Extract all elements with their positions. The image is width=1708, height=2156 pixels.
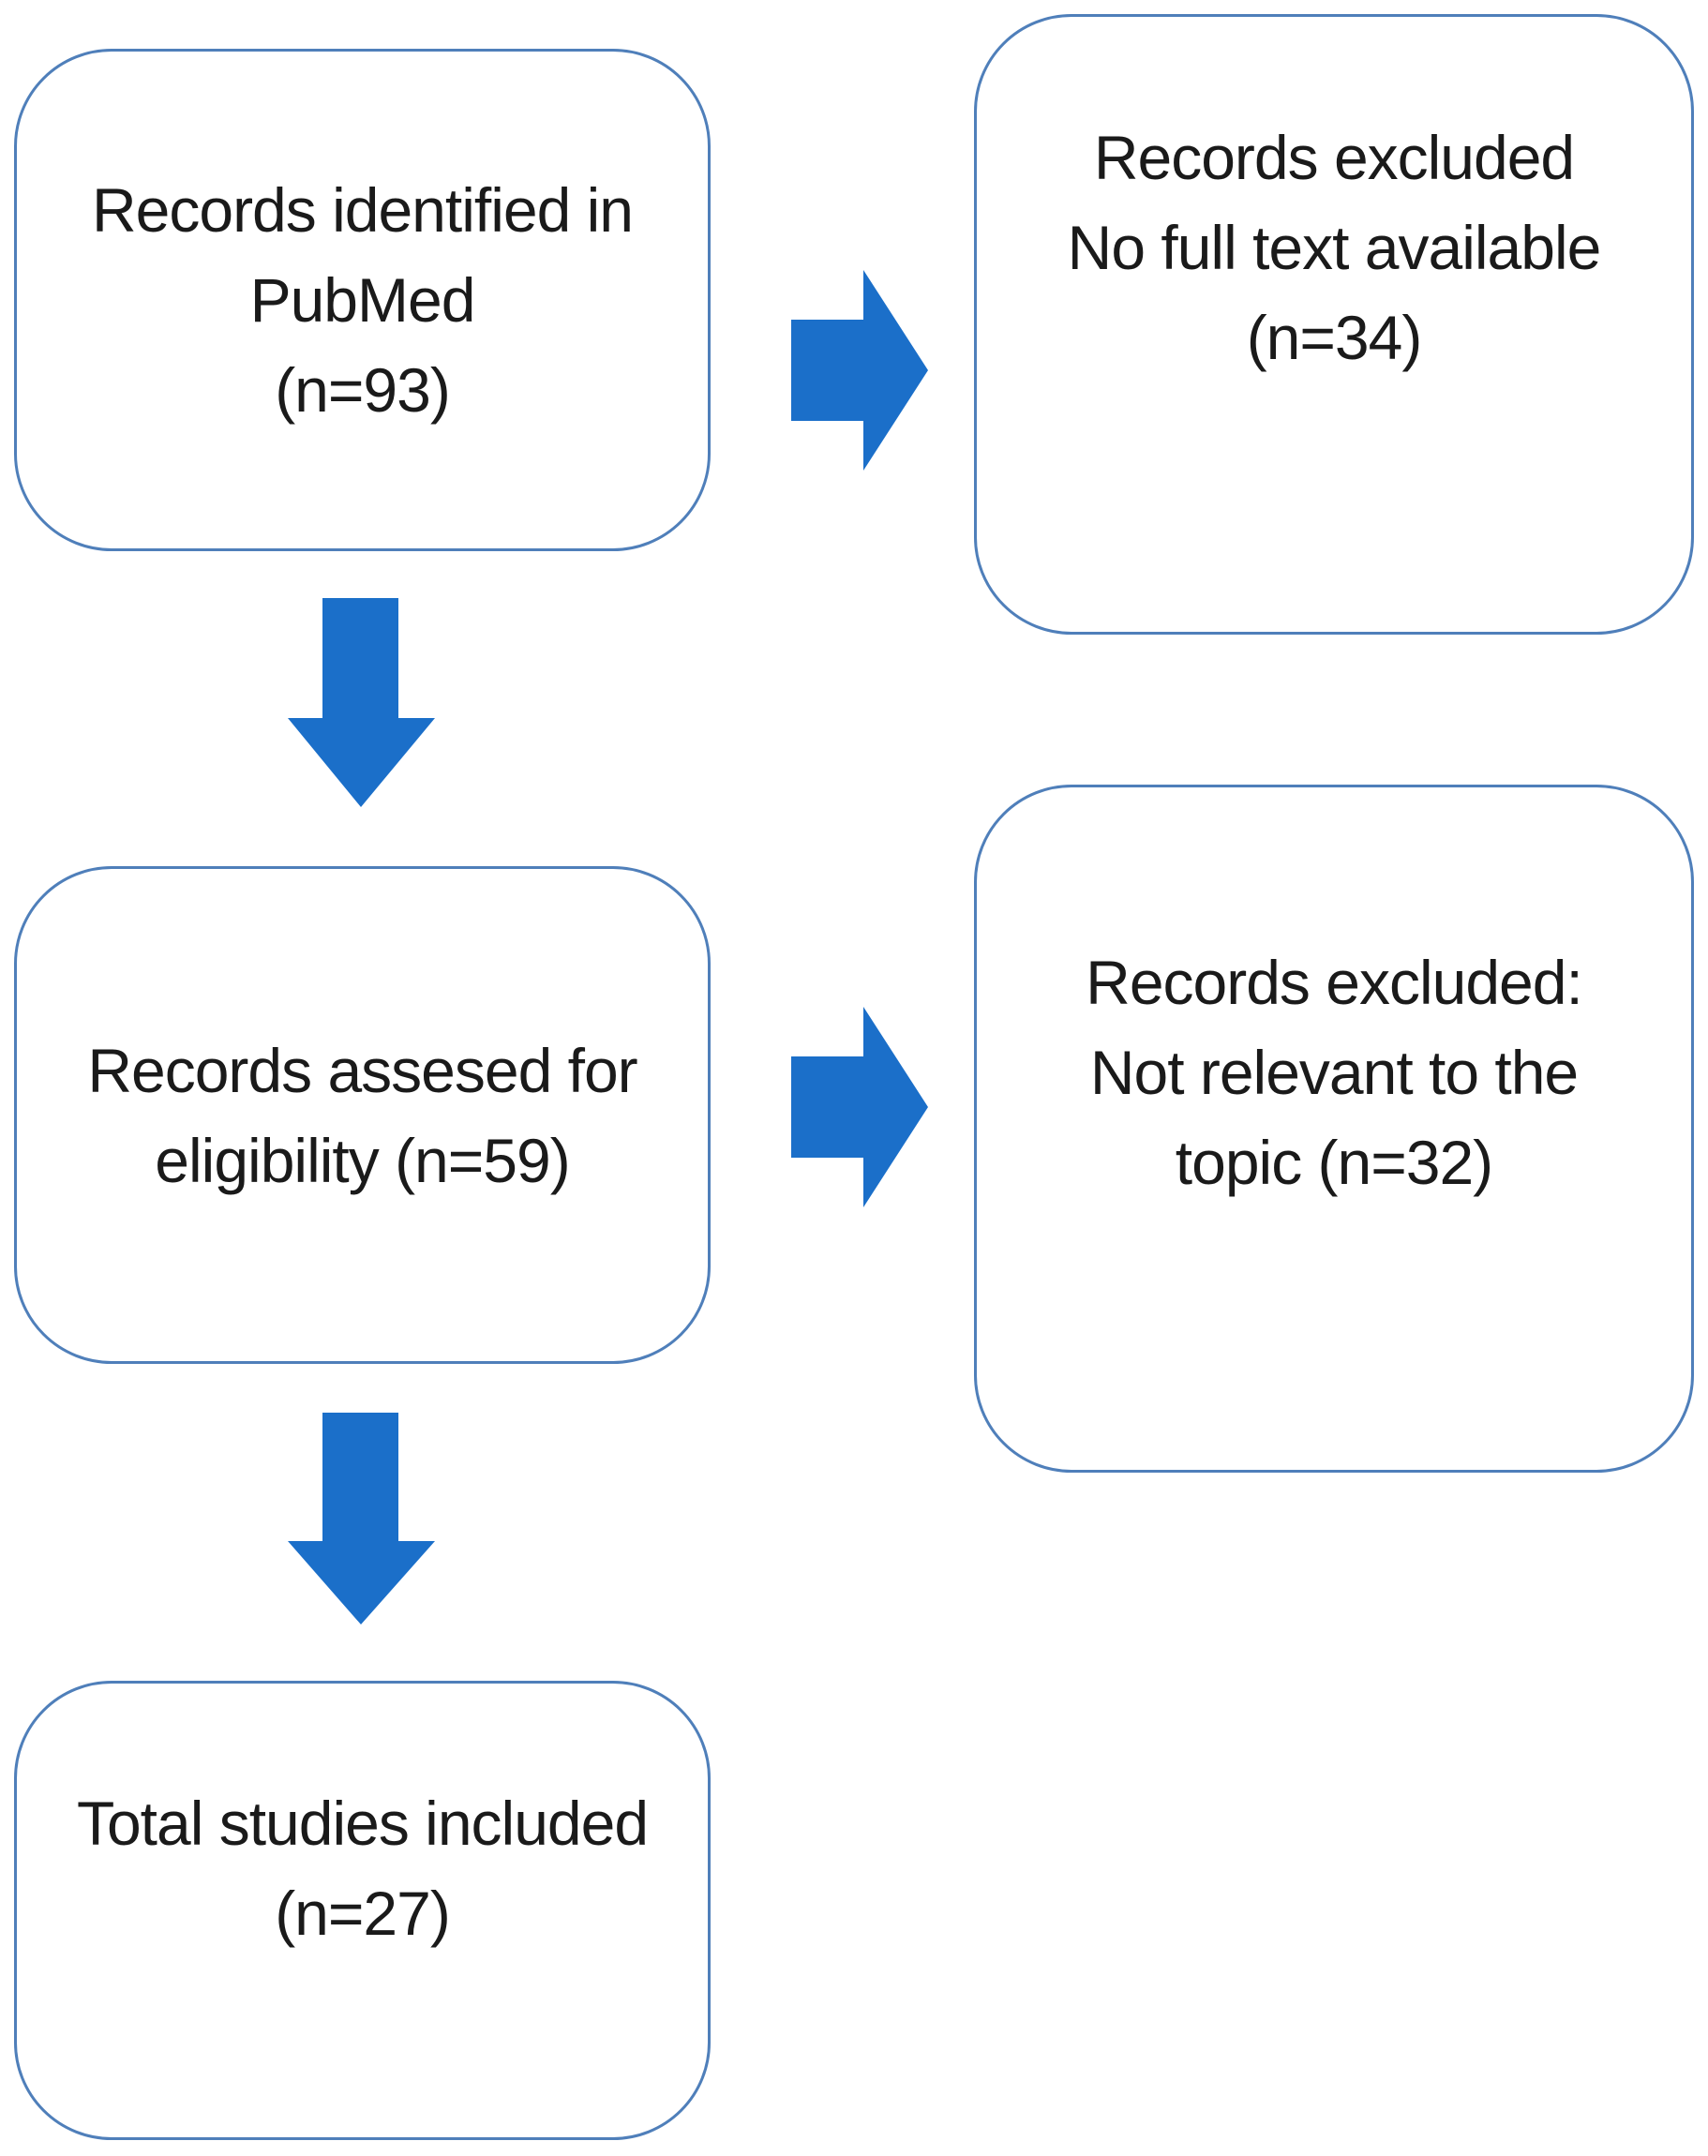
box-line: (n=93) [275,355,451,425]
arrow-down-icon [288,598,438,810]
total-studies-included-text: Total studies included (n=27) [76,1778,649,1958]
box-line: Records excluded: [1086,948,1583,1017]
records-identified-box: Records identified in PubMed (n=93) [14,49,711,551]
records-assessed-box: Records assesed for eligibility (n=59) [14,866,711,1364]
records-excluded-not-relevant-text: Records excluded: Not relevant to the to… [1086,937,1583,1207]
box-line: Not relevant to the [1089,1038,1579,1107]
box-line: Records identified in [92,175,634,245]
total-studies-included-box: Total studies included (n=27) [14,1681,711,2140]
box-line: No full text available [1067,212,1602,282]
box-line: (n=34) [1246,302,1423,372]
records-excluded-no-full-text-text: Records excluded No full text available … [1067,112,1602,382]
records-assessed-text: Records assesed for eligibility (n=59) [87,1026,637,1205]
box-line: Records excluded [1093,122,1575,192]
box-line: Records assesed for [87,1035,637,1105]
records-excluded-no-full-text-box: Records excluded No full text available … [974,14,1694,635]
arrow-down-icon [288,1413,438,1624]
box-line: eligibility (n=59) [155,1125,570,1195]
box-line: PubMed [249,265,476,335]
box-line: topic (n=32) [1175,1128,1493,1197]
records-excluded-not-relevant-box: Records excluded: Not relevant to the to… [974,785,1694,1473]
arrow-right-icon [786,267,931,473]
box-line: Total studies included [76,1789,649,1858]
arrow-right-icon [786,1004,931,1210]
records-identified-text: Records identified in PubMed (n=93) [92,165,634,435]
box-line: (n=27) [275,1879,451,1948]
